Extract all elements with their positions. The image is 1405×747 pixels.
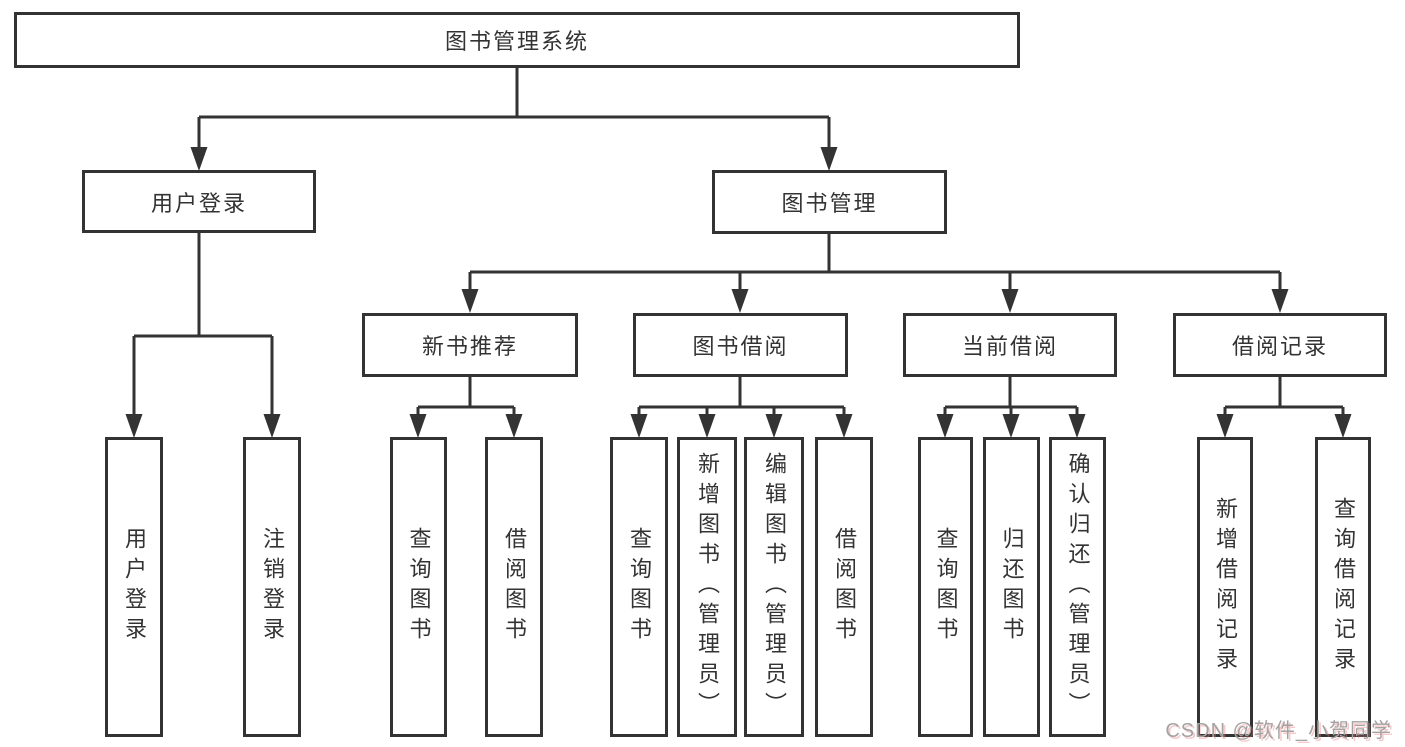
leaf-query-book-recommend-label: 查询图书 [406,527,432,647]
leaf-edit-book-admin: 编辑图书（管理员） [744,437,804,737]
leaf-borrow-book-recommend: 借阅图书 [485,437,543,737]
arrowhead-icon [505,414,523,438]
leaf-query-book-current-label: 查询图书 [933,527,959,647]
leaf-query-book-borrow-label: 查询图书 [627,527,652,647]
leaf-add-book-admin-label: 新增图书（管理员） [695,452,720,722]
leaf-edit-book-admin-label: 编辑图书（管理员） [762,452,787,722]
node-book-borrow: 图书借阅 [633,313,848,377]
arrowhead-icon [820,147,838,171]
leaf-borrow-book-recommend-label: 借阅图书 [502,527,527,647]
leaf-user-login-label: 用户登录 [122,527,147,647]
leaf-query-book-borrow: 查询图书 [610,437,668,737]
arrowhead-icon [263,414,281,438]
leaf-borrow-book-label: 借阅图书 [832,527,857,647]
csdn-watermark: CSDN @软件_小贺同学 [1165,720,1392,742]
leaf-confirm-return-admin-label: 确认归还（管理员） [1065,452,1091,722]
arrowhead-icon [1334,414,1352,438]
arrowhead-icon [125,414,143,438]
node-root-label: 图书管理系统 [444,29,589,54]
leaf-logout: 注销登录 [243,437,301,737]
node-book-management-label: 图书管理 [781,191,878,216]
leaf-borrow-book: 借阅图书 [815,437,873,737]
leaf-logout-label: 注销登录 [260,527,285,647]
node-new-book-recommend: 新书推荐 [362,313,578,377]
node-user-login-label: 用户登录 [150,190,247,216]
leaf-user-login: 用户登录 [105,437,163,737]
leaf-return-book: 归还图书 [983,437,1040,737]
arrowhead-icon [461,289,479,313]
leaf-query-book-recommend: 查询图书 [390,437,447,737]
node-root: 图书管理系统 [14,12,1020,68]
leaf-query-book-current: 查询图书 [918,437,973,737]
node-book-borrow-label: 图书借阅 [692,334,789,359]
arrowhead-icon [835,414,853,438]
leaf-return-book-label: 归还图书 [999,527,1025,647]
arrowhead-icon [765,414,783,438]
node-borrow-record-label: 借阅记录 [1231,334,1328,359]
leaf-add-borrow-record-label: 新增借阅记录 [1213,497,1238,677]
leaf-confirm-return-admin: 确认归还（管理员） [1049,437,1106,737]
arrowhead-icon [1002,414,1020,438]
node-new-book-recommend-label: 新书推荐 [421,334,518,359]
arrowhead-icon [698,414,716,438]
arrowhead-icon [1001,289,1019,313]
arrowhead-icon [936,414,954,438]
node-book-management: 图书管理 [712,170,947,234]
leaf-add-book-admin: 新增图书（管理员） [677,437,737,737]
arrowhead-icon [1068,414,1086,438]
arrowhead-icon [1216,414,1234,438]
arrowhead-icon [1271,289,1289,313]
node-user-login: 用户登录 [82,170,316,233]
node-borrow-record: 借阅记录 [1173,313,1387,377]
leaf-query-borrow-record-label: 查询借阅记录 [1331,497,1356,677]
arrowhead-icon [190,147,208,171]
leaf-query-borrow-record: 查询借阅记录 [1315,437,1371,737]
arrowhead-icon [630,414,648,438]
arrowhead-icon [409,414,427,438]
leaf-add-borrow-record: 新增借阅记录 [1197,437,1253,737]
node-current-borrow-label: 当前借阅 [961,334,1058,359]
arrowhead-icon [731,289,749,313]
node-current-borrow: 当前借阅 [903,313,1117,377]
